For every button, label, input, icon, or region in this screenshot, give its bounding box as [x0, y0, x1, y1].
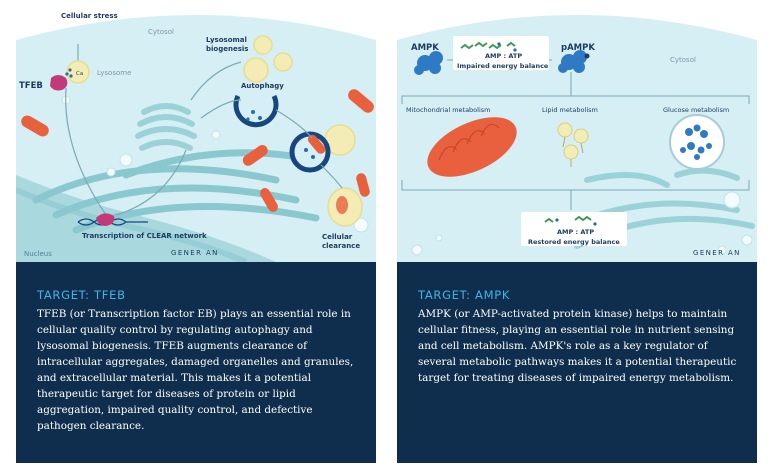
tfeb-card: Cellular stress Cytosol Ca Lysosome TFEB… [16, 0, 376, 463]
metabolism-bracket-bottom [401, 180, 750, 191]
clearance-vesicle [327, 187, 363, 227]
small-vesicles [411, 191, 753, 256]
glucose-metabolism-label: Glucose metabolism [663, 106, 729, 114]
ampk-label: AMPK [411, 43, 439, 53]
autophagy-label: Autophagy [241, 82, 284, 90]
glucose-cell [669, 114, 725, 170]
ampk-body-text: AMPK (or AMP-activated protein kinase) h… [418, 308, 737, 384]
cellular-clearance-label-1: Cellular [322, 233, 353, 241]
tfeb-on-dna [96, 213, 115, 226]
amp-molecules-bottom [544, 215, 597, 226]
ampk-title: TARGET: AMPK [418, 288, 511, 302]
ampk-protein [414, 51, 443, 75]
pampk-protein [558, 50, 590, 73]
tfeb-diagram: Cellular stress Cytosol Ca Lysosome TFEB… [16, 0, 376, 262]
generian-logo: GENER AN [693, 249, 741, 257]
ampk-card: AMP : ATP Impaired energy balance [397, 0, 757, 463]
lysosomes [243, 35, 356, 156]
cellular-stress-label: Cellular stress [61, 12, 118, 20]
tfeb-description-panel: TARGET: TFEB TFEB (or Transcription fact… [16, 262, 376, 463]
cytosol-label: Cytosol [148, 28, 174, 36]
mitochondria [21, 89, 374, 212]
metabolism-bracket-top [401, 95, 750, 104]
lysosomal-biogenesis-label-1: Lysosomal [206, 36, 247, 44]
cytosol-label: Cytosol [670, 56, 696, 64]
amp-molecules-top [460, 41, 517, 52]
generian-logo: GENER AN [171, 249, 219, 257]
amp-atp-ratio-top: AMP : ATP [485, 52, 522, 60]
autophagosomes [233, 94, 331, 173]
tfeb-body-text: TFEB (or Transcription factor EB) plays … [37, 308, 354, 432]
lysosomal-biogenesis-label-2: biogenesis [206, 45, 248, 53]
amp-atp-ratio-bottom: AMP : ATP [557, 228, 594, 236]
transcription-label: Transcription of CLEAR network [82, 232, 207, 240]
golgi-apparatus [135, 103, 197, 151]
nucleus-label: Nucleus [24, 250, 52, 258]
impaired-energy-label: Impaired energy balance [457, 62, 549, 70]
lysosome-organelle [65, 60, 90, 84]
cellular-clearance-label-2: clearance [322, 242, 360, 250]
lipid-metabolism-label: Lipid metabolism [542, 106, 598, 114]
lipid-droplets [557, 122, 589, 167]
pampk-label: pAMPK [561, 43, 595, 53]
mitochondrion-large [427, 117, 517, 177]
mitochondrial-metabolism-label: Mitochondrial metabolism [406, 106, 490, 114]
pathway-arrows [65, 44, 343, 216]
nucleus-region [16, 175, 276, 262]
lysosome-label: Lysosome [97, 69, 131, 77]
tfeb-title: TARGET: TFEB [37, 288, 126, 302]
small-vesicles [61, 95, 369, 233]
tfeb-label: TFEB [19, 81, 43, 91]
restored-energy-label: Restored energy balance [528, 238, 620, 246]
ampk-description-panel: TARGET: AMPK AMPK (or AMP-activated prot… [397, 262, 757, 463]
ampk-diagram: AMP : ATP Impaired energy balance [397, 0, 757, 262]
tfeb-protein [50, 75, 68, 91]
ca-label: Ca [76, 71, 83, 77]
